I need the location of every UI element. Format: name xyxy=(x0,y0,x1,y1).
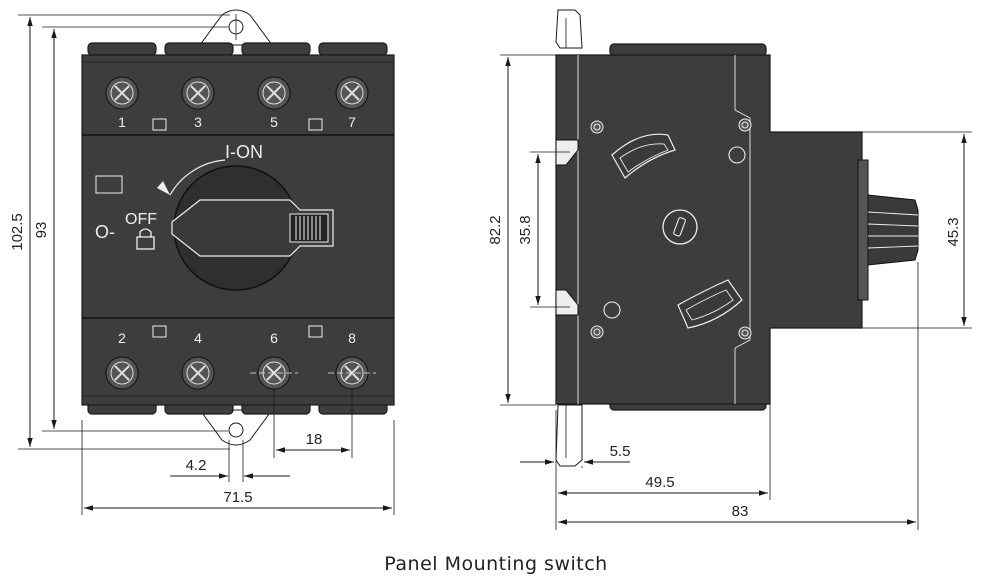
dim-flange: 5.5 xyxy=(610,443,631,460)
knob-side xyxy=(867,194,919,266)
terminal-label: 3 xyxy=(194,114,202,130)
terminal-label: 1 xyxy=(118,114,126,130)
dim-knob-height: 45.3 xyxy=(945,217,962,246)
caption: Panel Mounting switch xyxy=(384,553,607,575)
dim-overall-height: 102.5 xyxy=(9,213,26,251)
dim-side-height: 82.2 xyxy=(487,215,504,244)
slot-top xyxy=(611,133,676,179)
off-label: OFF xyxy=(125,211,157,228)
dim-width: 71.5 xyxy=(223,489,252,506)
terminal-label: 6 xyxy=(270,330,278,346)
dim-body-depth: 49.5 xyxy=(645,474,674,491)
top-terminal-caps xyxy=(87,42,388,56)
lock-icon xyxy=(136,228,155,250)
shaft-center xyxy=(662,209,698,245)
slot-bottom xyxy=(677,279,743,329)
terminal-label: 5 xyxy=(270,114,278,130)
terminal-label: 4 xyxy=(194,330,202,346)
front-dimensions: 102.5 93 18 4.2 71.5 xyxy=(9,14,395,515)
dim-mount-height: 93 xyxy=(33,222,50,239)
terminal-label: 7 xyxy=(348,114,356,130)
o-label: O- xyxy=(95,222,115,242)
side-view xyxy=(555,9,919,467)
terminal-label: 8 xyxy=(348,330,356,346)
terminal-label: 2 xyxy=(118,330,126,346)
bottom-screws xyxy=(105,356,369,390)
top-screws xyxy=(105,76,369,110)
side-dimensions: 82.2 35.8 45.3 5.5 49.5 83 xyxy=(487,54,972,530)
switch-body-side xyxy=(555,54,863,405)
dim-side-inner: 35.8 xyxy=(517,215,534,244)
on-label: I-ON xyxy=(225,142,263,162)
indicator-window xyxy=(95,175,123,194)
dim-terminal-pitch: 18 xyxy=(306,431,323,448)
dim-total-depth: 83 xyxy=(732,503,749,520)
front-view: 1 3 5 7 2 4 6 8 xyxy=(81,9,395,446)
dim-hole-dia: 4.2 xyxy=(186,457,207,474)
mount-hole-bottom xyxy=(228,422,244,438)
